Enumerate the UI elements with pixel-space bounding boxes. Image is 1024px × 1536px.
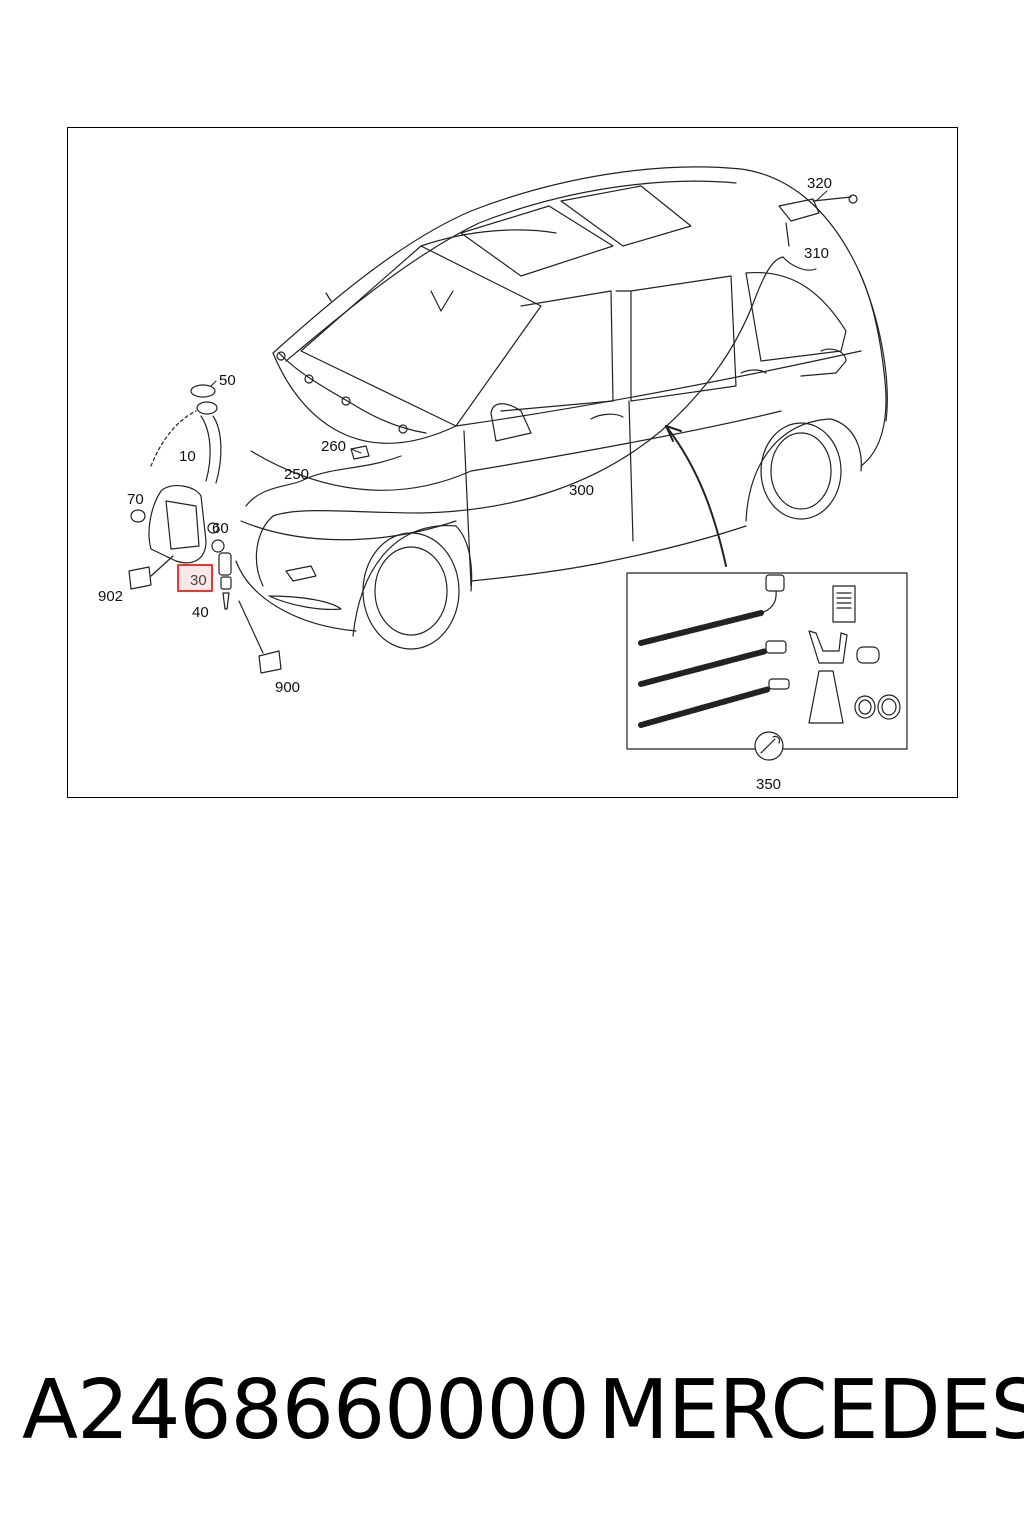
callout-30[interactable]: 30 [190,572,207,589]
accessory-kit-inset [626,572,908,750]
callout-50: 50 [219,372,236,389]
rear-nozzle [778,194,858,271]
callout-300: 300 [569,482,594,499]
callout-leaders [210,190,828,454]
level-sensors [128,555,282,674]
callout-250: 250 [284,466,309,483]
washer-pump [218,552,232,610]
callout-10: 10 [179,448,196,465]
callout-60: 60 [212,520,229,537]
wrench-icon [754,731,784,761]
callout-260: 260 [321,438,346,455]
callout-350: 350 [756,776,781,793]
callout-40: 40 [192,604,209,621]
washer-hose-300 [245,256,784,587]
callout-70: 70 [127,491,144,508]
parts-diagram: 10 30 40 50 60 70 250 260 300 310 320 35… [67,127,958,798]
part-number: A2468660000 [22,1363,590,1458]
callout-310: 310 [804,245,829,262]
detail-arrow [665,425,727,567]
wiring-harness [276,351,427,460]
callout-902: 902 [98,588,123,605]
brand-name: MERCEDES [598,1363,1024,1458]
washer-reservoir [130,384,225,564]
car-body-outline [235,166,888,650]
highlight-box-30 [177,564,213,592]
callout-900: 900 [275,679,300,696]
callout-320: 320 [807,175,832,192]
